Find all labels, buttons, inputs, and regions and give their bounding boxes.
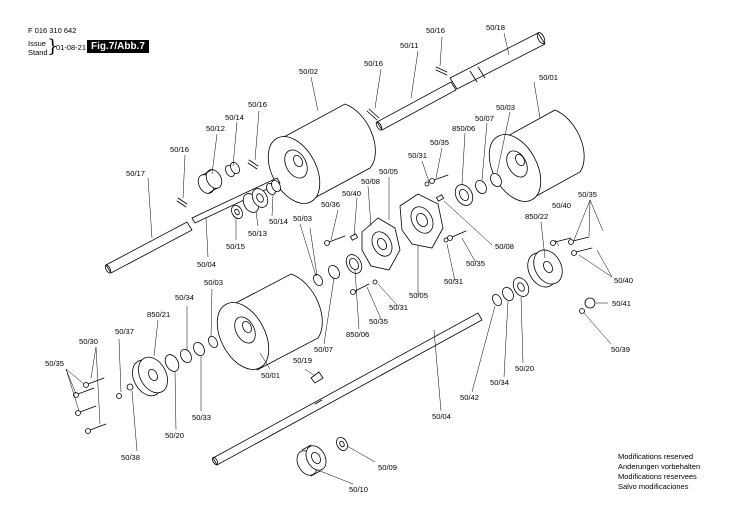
label-50-01a: 50/01 [539,73,558,82]
label-50-31b: 50/31 [444,277,463,286]
washer-50-09 [336,436,348,452]
label-50-35e: 50/35 [45,359,64,368]
label-50-42: 50/42 [460,393,479,402]
brace-glyph: } [47,36,59,57]
label-50-35b: 50/35 [466,259,485,268]
label-50-36: 50/36 [321,200,340,209]
shaft-50-11 [375,81,457,131]
label-50-04a: 50/04 [197,260,216,269]
label-50-07a: 50/07 [475,114,494,123]
screws-lower-left [73,377,107,434]
label-50-35d: 50/35 [369,317,388,326]
pin-50-16c [247,159,259,170]
part-labels: 50/18 50/16 50/11 50/16 50/02 50/16 50/1… [45,23,633,494]
label-50-35c: 50/35 [578,190,597,199]
label-50-34a: 50/34 [175,293,194,302]
label-50-41: 50/41 [612,299,631,308]
label-50-16a: 50/16 [426,26,445,35]
flange-850-22 [527,236,596,314]
label-50-08b: 50/08 [495,242,514,251]
pin-50-16a [435,66,448,76]
roller-50-01-lower [216,273,323,371]
label-50-10: 50/10 [349,485,368,494]
label-50-18: 50/18 [486,23,505,32]
bush-50-14a [225,161,240,178]
bush-50-14b [266,179,281,196]
label-850-06b: 850/06 [346,330,369,339]
note-fr: Modifications reservees [618,472,697,481]
flange-850-21 [116,335,218,399]
washer-50-15 [231,204,243,220]
label-50-03b: 50/03 [496,103,515,112]
modification-notes: Modifications reserved Anderungen vorbeh… [618,452,700,492]
issue-date: 01-08-21 [56,43,87,52]
shaft-50-18 [449,32,546,90]
label-50-40a: 50/40 [342,189,361,198]
pin-50-16d [176,197,188,208]
label-50-08a: 50/08 [361,177,380,186]
key-50-19 [310,371,324,384]
label-50-40b: 50/40 [552,201,571,210]
label-50-16d: 50/16 [170,145,189,154]
label-50-16b: 50/16 [364,59,383,68]
label-50-04b: 50/04 [432,412,451,421]
flange-50-05-right [399,193,444,249]
label-50-07b: 50/07 [314,345,333,354]
label-50-40c: 50/40 [614,276,633,285]
roller-50-02 [267,103,376,204]
screws-center [324,174,467,295]
label-850-21: 850/21 [147,310,170,319]
label-50-03a: 50/03 [293,214,312,223]
label-50-17: 50/17 [126,169,145,178]
shaft-50-04-lower [212,312,483,466]
label-50-05a: 50/05 [379,167,398,176]
label-50-01b: 50/01 [261,371,280,380]
flange-50-05-left [361,217,401,271]
gear-50-13 [242,188,269,213]
label-50-02: 50/02 [299,67,318,76]
note-es: Salvo modificaciones [618,482,689,491]
label-50-05b: 50/05 [409,291,428,300]
pin-50-08 [349,194,445,241]
label-50-31a: 50/31 [408,151,427,160]
label-50-14a: 50/14 [225,113,244,122]
label-50-38: 50/38 [121,453,140,462]
label-850-22: 850/22 [525,212,548,221]
leader-lines [65,32,613,485]
label-50-20a: 50/20 [165,431,184,440]
label-50-11: 50/11 [400,41,418,50]
label-50-15: 50/15 [226,242,245,251]
label-50-14b: 50/14 [269,217,288,226]
label-50-16c: 50/16 [248,100,267,109]
washers-lower-right [492,277,530,307]
label-50-19: 50/19 [293,356,312,365]
label-850-06a: 850/06 [452,124,475,133]
label-50-13: 50/13 [248,229,267,238]
label-50-31c: 50/31 [389,303,408,312]
washers-center [313,172,502,287]
note-de: Anderungen vorbehalten [618,462,701,471]
pin-50-16b [366,108,380,121]
label-50-09: 50/09 [378,463,397,472]
figure-label: Fig.7/Abb.7 [87,40,149,53]
issue-label: Issue [28,39,46,48]
label-50-39: 50/39 [611,345,630,354]
roller-50-01-upper [488,109,585,202]
stand-label: Stand [28,48,48,57]
note-en: Modifications reserved [618,452,694,461]
part-number: F 016 310 642 [28,26,77,35]
label-50-30: 50/30 [79,337,98,346]
gear-50-10 [296,444,327,477]
label-50-20b: 50/20 [515,364,534,373]
label-50-33: 50/33 [192,413,211,422]
gear-50-12 [197,169,223,194]
label-50-37: 50/37 [115,327,134,336]
label-50-03c: 50/03 [204,278,223,287]
label-50-34b: 50/34 [490,378,509,387]
shaft-50-17 [104,221,193,274]
label-50-12: 50/12 [206,124,225,133]
label-50-35a: 50/35 [430,138,449,147]
